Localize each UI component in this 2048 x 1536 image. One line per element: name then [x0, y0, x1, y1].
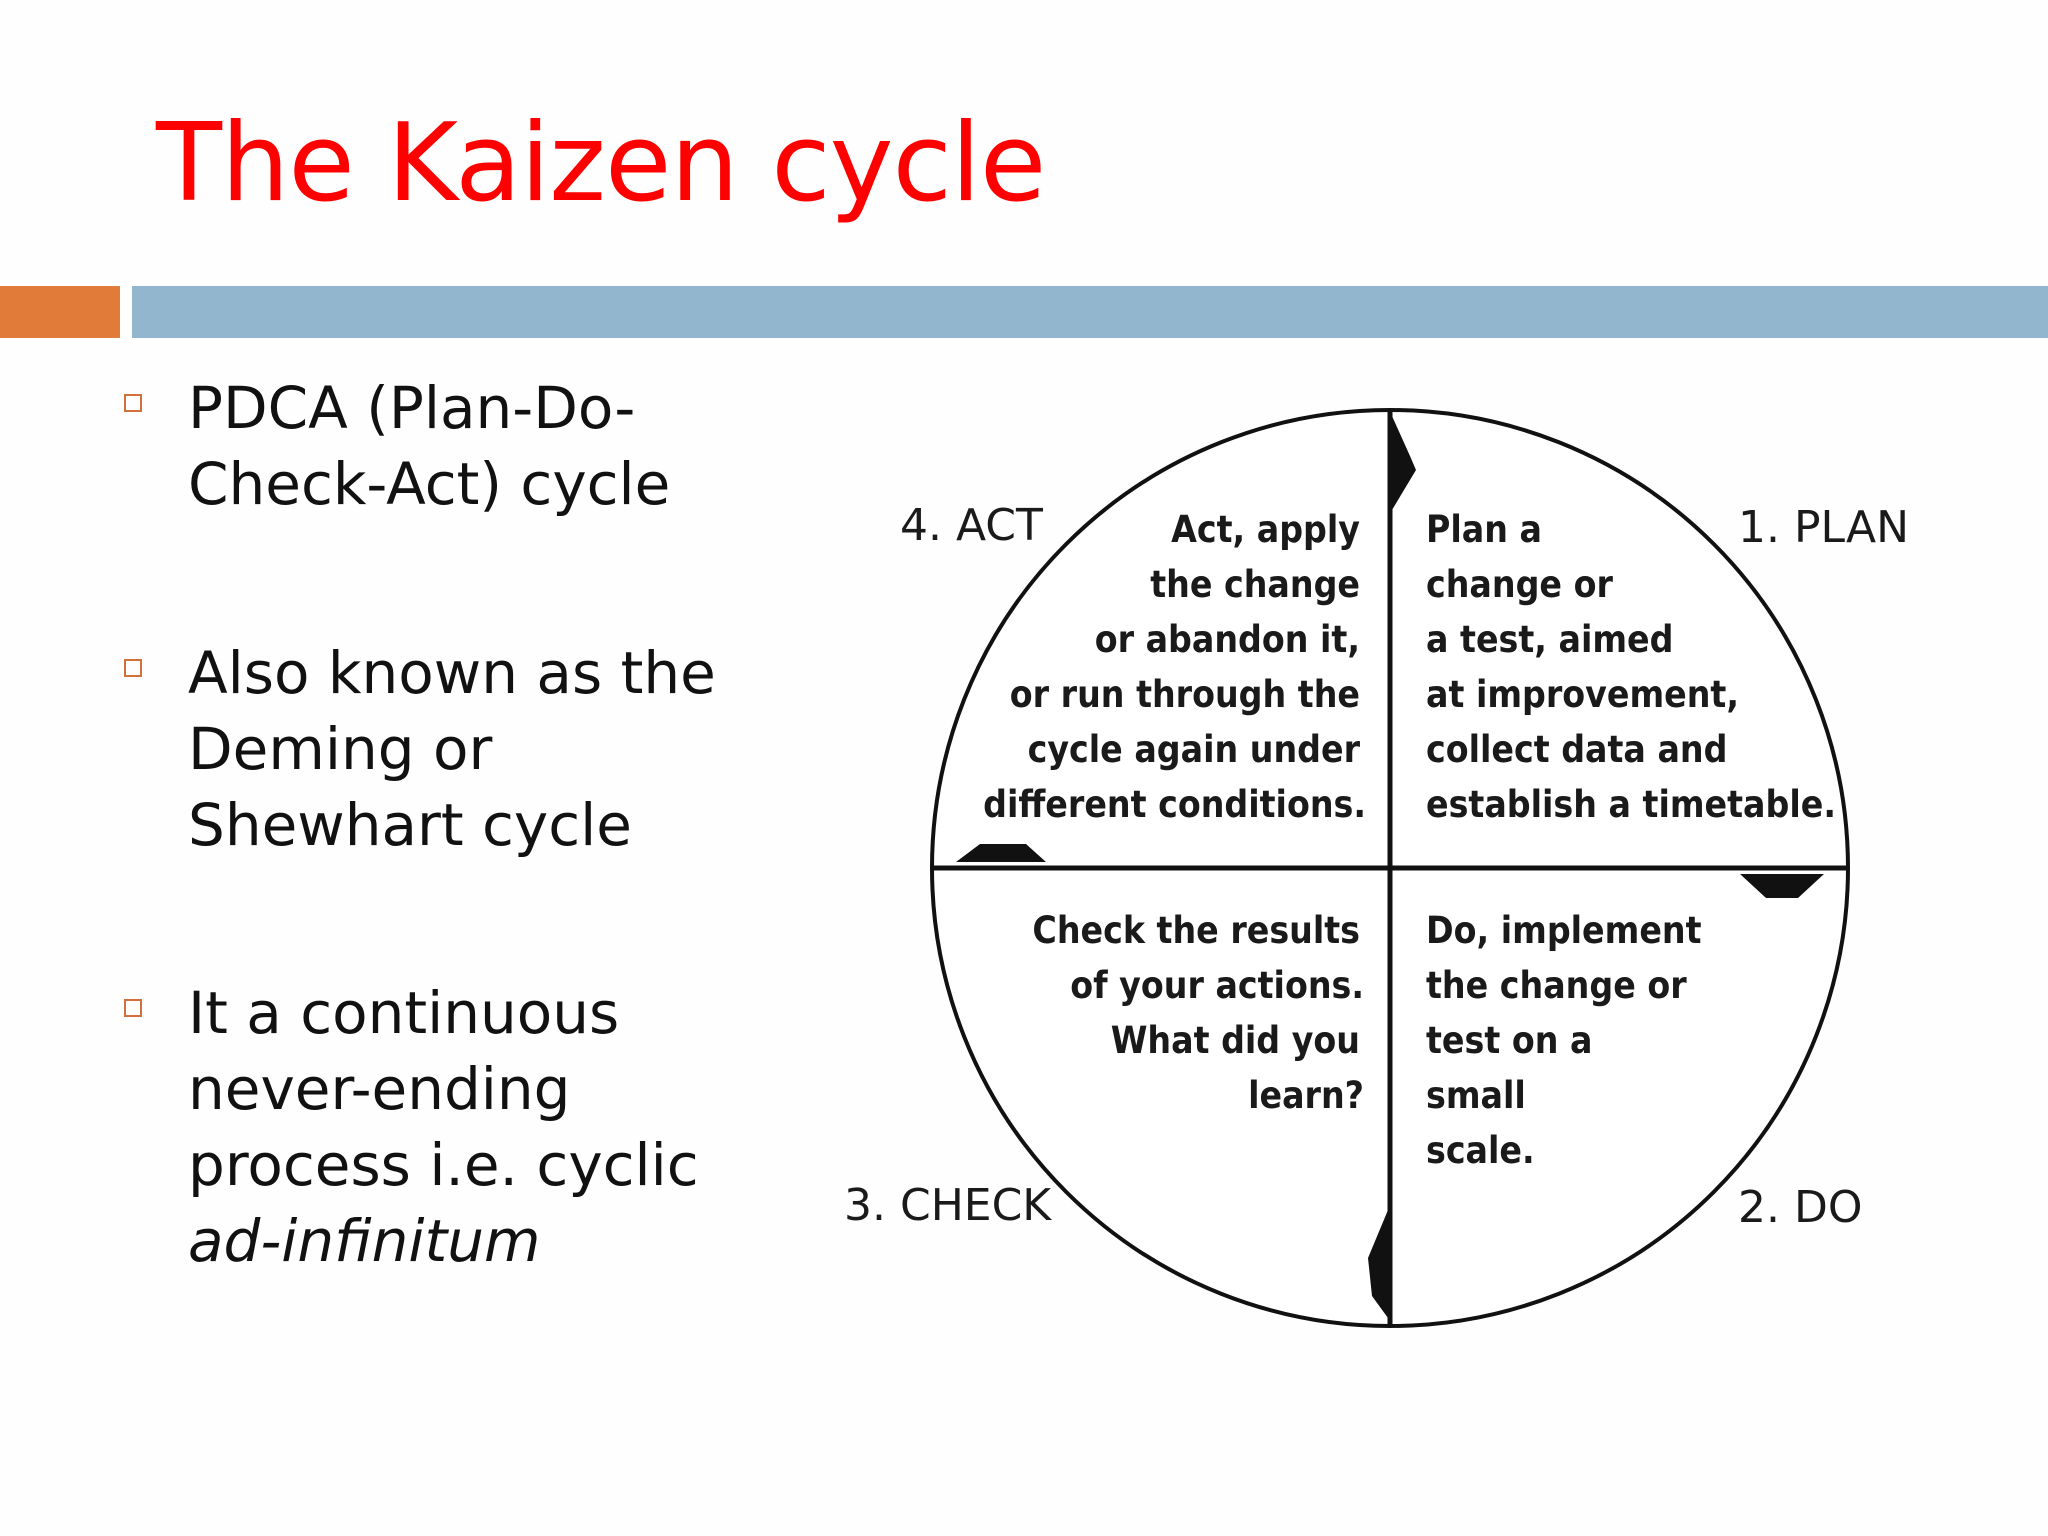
quadrant-text-line: Do, implement: [1426, 909, 1702, 952]
stage-label-do: 2. DO: [1738, 1182, 1862, 1233]
quadrant-text-line: the change or: [1426, 964, 1687, 1007]
quadrant-do: Do, implement the change or test on a sm…: [1426, 909, 1702, 1172]
bullet-marker-icon: [124, 659, 142, 677]
quadrant-text-line: cycle again under: [1028, 728, 1361, 771]
bullet-marker-icon: [124, 394, 142, 412]
bullet-marker-icon: [124, 999, 142, 1017]
quadrant-text-line: Check the results: [1032, 909, 1360, 952]
quadrant-text-line: Plan a: [1426, 508, 1542, 551]
quadrant-act: Act, apply the change or abandon it, or …: [983, 508, 1366, 826]
arrow-left-icon: [1368, 1210, 1388, 1318]
accent-bar-right: [132, 286, 2048, 338]
bullet-line: Deming or: [188, 715, 493, 783]
quadrant-text-line: establish a timetable.: [1426, 783, 1836, 826]
quadrant-plan: Plan a change or a test, aimed at improv…: [1426, 508, 1836, 826]
slide-title: The Kaizen cycle: [156, 101, 1046, 226]
pdca-diagram: 1. PLAN 2. DO 3. CHECK 4. ACT Plan a cha…: [820, 390, 1960, 1350]
accent-bar-left: [0, 286, 120, 338]
bullet-text: PDCA (Plan-Do- Check-Act) cycle: [188, 370, 788, 522]
quadrant-text-line: scale.: [1426, 1129, 1535, 1172]
bullet-line: never-ending: [188, 1055, 571, 1123]
quadrant-text-line: the change: [1150, 563, 1360, 606]
arrow-down-icon: [1740, 874, 1824, 898]
arrow-right-icon: [1392, 416, 1416, 510]
stage-label-check: 3. CHECK: [844, 1180, 1052, 1231]
quadrant-text-line: a test, aimed: [1426, 618, 1673, 661]
bullet-text: It a continuous never-ending process i.e…: [188, 975, 788, 1279]
quadrant-text-line: or abandon it,: [1095, 618, 1360, 661]
quadrant-text-line: What did you: [1111, 1019, 1360, 1062]
quadrant-text-line: learn?: [1248, 1074, 1364, 1117]
quadrant-text-line: or run through the: [1010, 673, 1360, 716]
quadrant-check: Check the results of your actions. What …: [1032, 909, 1364, 1117]
bullet-line: Check-Act) cycle: [188, 450, 671, 518]
quadrant-text-line: test on a: [1426, 1019, 1592, 1062]
stage-label-plan: 1. PLAN: [1738, 502, 1909, 553]
bullet-text: Also known as the Deming or Shewhart cyc…: [188, 635, 788, 863]
bullet-line: Also known as the: [188, 639, 716, 707]
bullet-line: PDCA (Plan-Do-: [188, 374, 636, 442]
quadrant-text-line: of your actions.: [1070, 964, 1364, 1007]
bullet-line-italic: ad-infinitum: [188, 1207, 541, 1275]
bullet-line: Shewhart cycle: [188, 791, 632, 859]
quadrant-text-line: collect data and: [1426, 728, 1727, 771]
quadrant-text-line: small: [1426, 1074, 1526, 1117]
quadrant-text-line: at improvement,: [1426, 673, 1739, 716]
stage-label-act: 4. ACT: [900, 500, 1043, 551]
quadrant-text-line: different conditions.: [983, 783, 1366, 826]
quadrant-text-line: change or: [1426, 563, 1613, 606]
arrow-up-icon: [956, 844, 1046, 862]
bullet-line: process i.e. cyclic: [188, 1131, 699, 1199]
quadrant-text-line: Act, apply: [1171, 508, 1360, 551]
bullet-line: It a continuous: [188, 979, 620, 1047]
pdca-diagram-svg: 1. PLAN 2. DO 3. CHECK 4. ACT Plan a cha…: [844, 408, 1909, 1328]
